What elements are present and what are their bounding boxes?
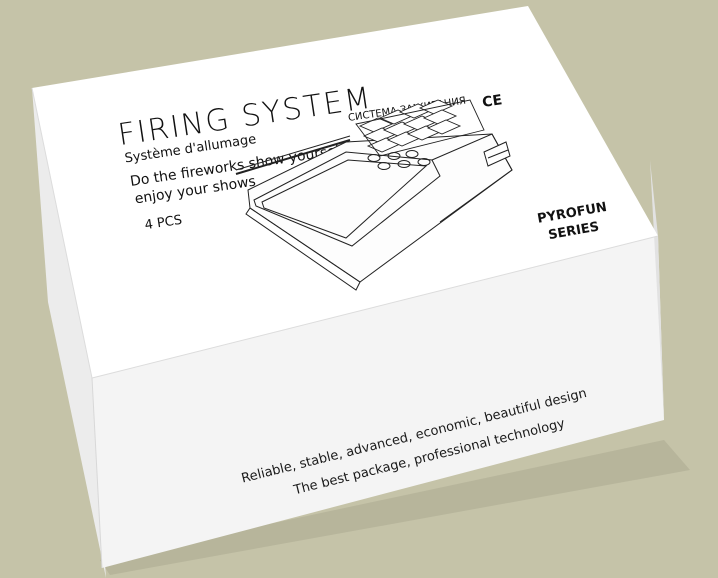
- box-side-right: [650, 160, 664, 420]
- quantity-label: 4 PCS: [144, 213, 183, 233]
- box-side-left: [32, 88, 106, 578]
- firing-controller-illustration: [235, 99, 513, 291]
- ce-mark: CE: [481, 92, 503, 111]
- box-edge-vertical: [91, 377, 103, 569]
- box-side-front: [92, 236, 664, 568]
- box-shadow: [100, 440, 690, 575]
